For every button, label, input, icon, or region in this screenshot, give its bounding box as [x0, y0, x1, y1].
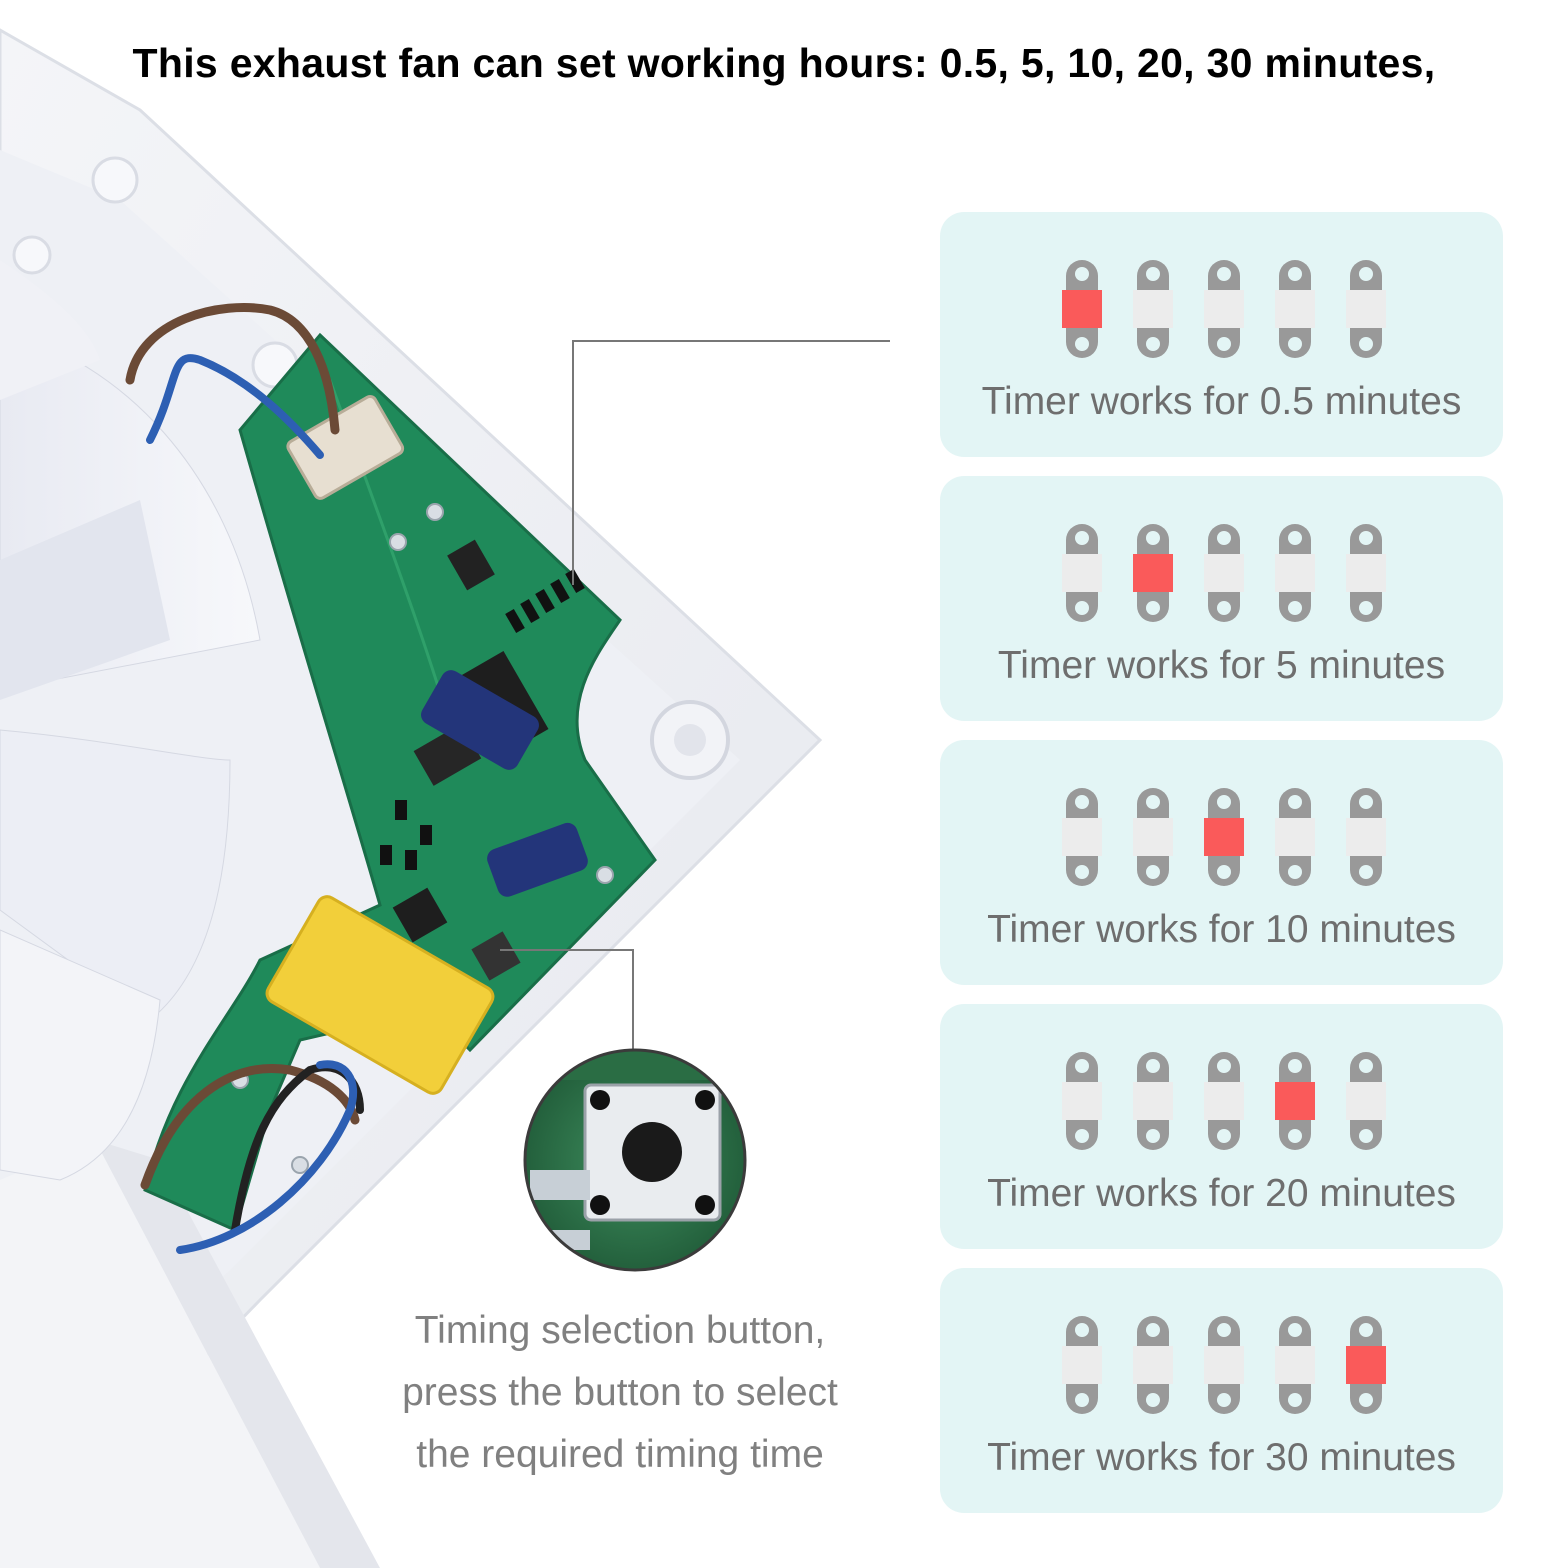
dip-switch-off [1204, 524, 1244, 622]
button-caption-line: the required timing time [416, 1433, 824, 1476]
tact-switch-icon [523, 1048, 747, 1272]
dip-switch-off [1133, 1316, 1173, 1414]
wires [125, 303, 364, 1254]
dip-switch-icon [1062, 260, 1386, 358]
dip-switch-off [1133, 260, 1173, 358]
dip-switch-icon [1062, 524, 1386, 622]
button-caption: Timing selection button, press the butto… [330, 1300, 910, 1486]
timer-panel-label: Timer works for 10 minutes [987, 908, 1456, 951]
fan-blades [0, 260, 261, 1181]
dip-switch-on [1275, 1052, 1315, 1150]
dip-switch-off [1062, 524, 1102, 622]
dip-switch-on [1346, 1316, 1386, 1414]
dip-switch-off [1346, 260, 1386, 358]
timer-panel: Timer works for 30 minutes [940, 1268, 1503, 1513]
dip-switch-off [1346, 1052, 1386, 1150]
dip-switch-icon [1062, 1052, 1386, 1150]
dip-switch-icon [1062, 788, 1386, 886]
dip-switch-off [1062, 788, 1102, 886]
dip-switch-off [1133, 788, 1173, 886]
dip-switch-on [1204, 788, 1244, 886]
pcb-board [143, 332, 657, 1233]
dip-switch-off [1275, 1316, 1315, 1414]
timer-panel: Timer works for 0.5 minutes [940, 212, 1503, 457]
dip-switch-off [1346, 524, 1386, 622]
timer-panel-label: Timer works for 0.5 minutes [981, 380, 1462, 423]
timer-panel-label: Timer works for 20 minutes [987, 1172, 1456, 1215]
dip-switch-off [1062, 1316, 1102, 1414]
timer-panel-label: Timer works for 5 minutes [997, 644, 1446, 687]
dip-switch-off [1062, 1052, 1102, 1150]
dip-switch-off [1346, 788, 1386, 886]
timer-panel: Timer works for 20 minutes [940, 1004, 1503, 1249]
dip-switch-off [1204, 260, 1244, 358]
button-caption-line: Timing selection button, [414, 1309, 826, 1352]
button-caption-line: press the button to select [402, 1371, 838, 1414]
dip-switch-off [1204, 1052, 1244, 1150]
dip-switch-icon [1062, 1316, 1386, 1414]
dip-switch-off [1275, 524, 1315, 622]
timer-panel-label: Timer works for 30 minutes [987, 1436, 1456, 1479]
dip-switch-off [1204, 1316, 1244, 1414]
dip-switch-on [1133, 524, 1173, 622]
dip-switch-off [1275, 788, 1315, 886]
timer-panel: Timer works for 5 minutes [940, 476, 1503, 721]
dip-switch-on [1062, 260, 1102, 358]
leader-lines [500, 340, 890, 1050]
dip-switch-off [1275, 260, 1315, 358]
dip-switch-off [1133, 1052, 1173, 1150]
timer-panel: Timer works for 10 minutes [940, 740, 1503, 985]
page-title: This exhaust fan can set working hours: … [132, 40, 1436, 86]
